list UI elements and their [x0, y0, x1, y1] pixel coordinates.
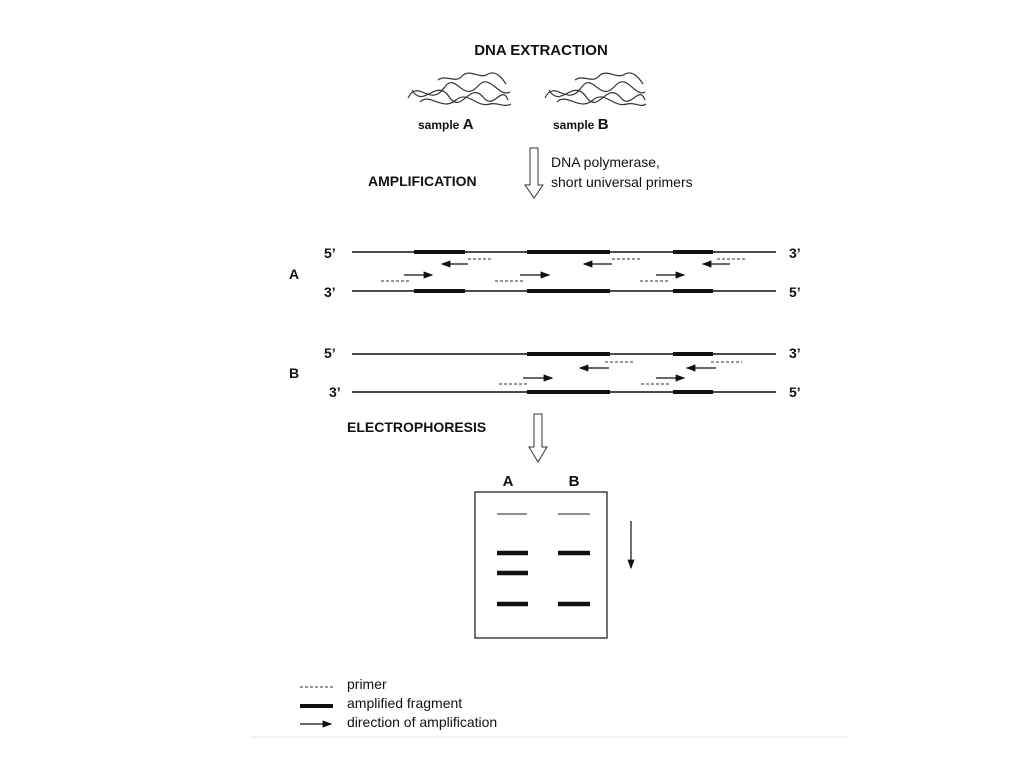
legend-primer-label: primer — [347, 676, 387, 692]
strand-a-bottom-3prime: 3’ — [324, 284, 336, 300]
dna-tangle-icon-a — [407, 72, 512, 107]
strand-pair-a: A 5’ 3’ 3’ 5’ — [289, 245, 801, 300]
electrophoresis-hollow-arrow — [528, 413, 548, 463]
amplification-note-line1: DNA polymerase, — [551, 154, 660, 170]
sample-a-prefix: sample — [418, 118, 463, 132]
legend: primer amplified fragment direction of a… — [300, 676, 497, 730]
sample-b-label: sample B — [553, 116, 609, 133]
sample-a-label: sample A — [418, 116, 474, 133]
strand-pair-b: B 5’ 3’ 3’ 5’ — [289, 345, 801, 400]
legend-fragment-label: amplified fragment — [347, 695, 462, 711]
sample-b-prefix: sample — [553, 118, 598, 132]
row-label-b: B — [289, 365, 299, 381]
amplification-note-line2: short universal primers — [551, 174, 693, 190]
strand-b-bottom-5prime: 5’ — [789, 384, 801, 400]
dna-tangle-icon-b — [544, 72, 647, 107]
strand-a-top-5prime: 5’ — [324, 245, 336, 261]
strand-a-top-3prime: 3’ — [789, 245, 801, 261]
gel-lane-b-label: B — [569, 473, 580, 490]
legend-direction-label: direction of amplification — [347, 714, 497, 730]
gel-lane-a-label: A — [503, 473, 514, 490]
strand-b-top-3prime: 3’ — [789, 345, 801, 361]
extraction-title: DNA EXTRACTION — [474, 42, 608, 59]
gel: A B — [474, 473, 608, 639]
strand-b-top-5prime: 5’ — [324, 345, 336, 361]
amplification-hollow-arrow — [524, 147, 544, 199]
strand-b-bottom-3prime: 3’ — [329, 384, 341, 400]
sample-a-letter: A — [463, 116, 474, 133]
amplification-title: AMPLIFICATION — [368, 173, 477, 189]
sample-b-letter: B — [598, 116, 609, 133]
electrophoresis-title: ELECTROPHORESIS — [347, 419, 486, 435]
strand-a-bottom-5prime: 5’ — [789, 284, 801, 300]
gel-box — [474, 491, 608, 639]
row-label-a: A — [289, 266, 299, 282]
